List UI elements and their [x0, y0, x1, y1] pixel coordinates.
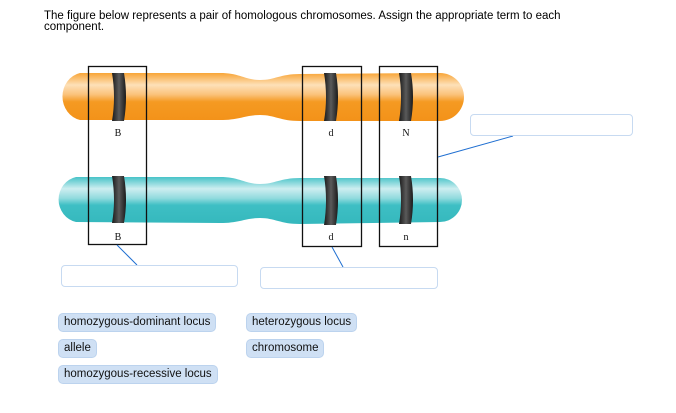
allele-band-bottom-n — [399, 176, 413, 224]
allele-label-top-N: N — [402, 128, 409, 139]
answer-dropzone-d-locus[interactable] — [260, 267, 438, 289]
locus-box-d — [301, 65, 363, 248]
allele-label-top-d: d — [329, 128, 334, 139]
term-chip-chromosome[interactable]: chromosome — [246, 339, 325, 358]
answer-dropzone-B-locus[interactable] — [61, 265, 238, 287]
term-chip-allele[interactable]: allele — [58, 339, 97, 358]
allele-band-top-N — [399, 73, 413, 121]
allele-label-bottom-n: n — [404, 232, 409, 243]
locus-box-N — [378, 65, 439, 248]
question-prompt: The figure below represents a pair of ho… — [44, 10, 561, 33]
term-chip-homozygous-recessive-locus[interactable]: homozygous-recessive locus — [58, 365, 218, 384]
allele-band-top-d — [324, 73, 338, 121]
term-chip-heterozygous-locus[interactable]: heterozygous locus — [246, 313, 358, 332]
allele-label-top-B: B — [115, 128, 122, 139]
allele-band-bottom-d — [324, 176, 338, 225]
leader-line-d — [331, 246, 344, 268]
locus-box-B — [87, 65, 148, 246]
leader-line-N — [437, 135, 514, 158]
allele-band-bottom-B — [112, 176, 126, 223]
chromosome-top — [62, 73, 464, 121]
term-chip-homozygous-dominant-locus[interactable]: homozygous-dominant locus — [58, 313, 217, 332]
allele-label-bottom-B: B — [115, 232, 122, 243]
answer-dropzone-N-locus[interactable] — [470, 114, 633, 136]
leader-line-B — [116, 244, 138, 266]
allele-label-bottom-d: d — [329, 232, 334, 243]
allele-band-top-B — [112, 73, 126, 121]
